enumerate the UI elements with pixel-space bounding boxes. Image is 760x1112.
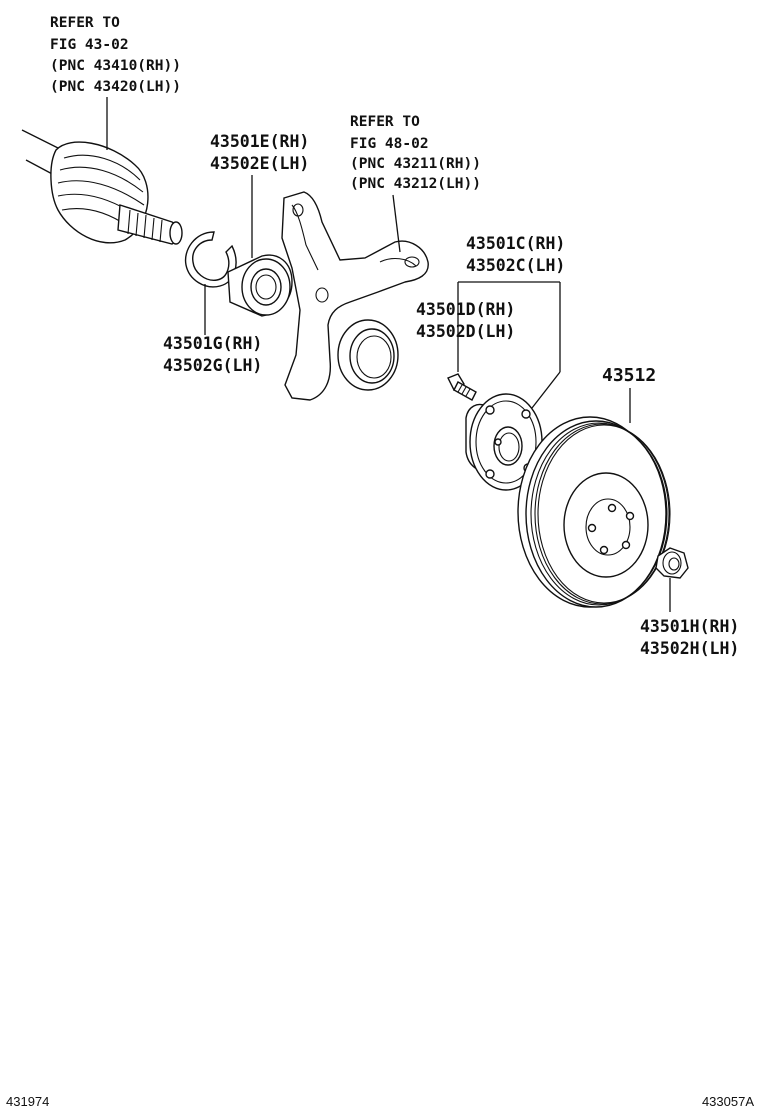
svg-text:43502D(LH): 43502D(LH)	[416, 322, 515, 341]
svg-text:43512: 43512	[602, 365, 656, 386]
svg-text:FIG 48-02: FIG 48-02	[350, 136, 429, 152]
svg-text:43501G(RH): 43501G(RH)	[163, 334, 262, 353]
svg-text:43502E(LH): 43502E(LH)	[210, 154, 309, 173]
svg-text:43502H(LH): 43502H(LH)	[640, 639, 739, 658]
knuckle-reference-label: REFER TO FIG 48-02 (PNC 43211(RH)) (PNC …	[350, 114, 481, 192]
svg-text:43502G(LH): 43502G(LH)	[163, 356, 262, 375]
snap-ring-illustration	[184, 231, 237, 335]
brake-disc-illustration	[517, 388, 671, 608]
steering-knuckle-illustration	[281, 191, 429, 401]
bearing-part-number-label: 43501E(RH) 43502E(LH)	[210, 132, 309, 173]
svg-text:43501C(RH): 43501C(RH)	[466, 234, 565, 253]
hub-bolt-illustration	[447, 282, 477, 401]
snap-ring-part-number-label: 43501G(RH) 43502G(LH)	[163, 334, 262, 375]
footer-right-code: 433057A	[702, 1094, 754, 1109]
svg-text:43501H(RH): 43501H(RH)	[640, 617, 739, 636]
svg-text:(PNC 43211(RH)): (PNC 43211(RH))	[350, 156, 481, 172]
svg-text:43501D(RH): 43501D(RH)	[416, 300, 515, 319]
disc-part-number-label: 43512	[602, 365, 656, 386]
svg-text:43502C(LH): 43502C(LH)	[466, 256, 565, 275]
hub-part-number-label: 43501C(RH) 43502C(LH)	[466, 234, 565, 275]
hub-bolt-part-number-label: 43501D(RH) 43502D(LH)	[416, 300, 515, 341]
svg-text:(PNC 43212(LH)): (PNC 43212(LH))	[350, 176, 481, 192]
svg-text:REFER TO: REFER TO	[50, 15, 120, 31]
footer-left-code: 431974	[6, 1094, 49, 1109]
svg-text:(PNC 43420(LH)): (PNC 43420(LH))	[50, 79, 181, 95]
svg-text:43501E(RH): 43501E(RH)	[210, 132, 309, 151]
nut-part-number-label: 43501H(RH) 43502H(LH)	[640, 617, 739, 658]
drive-shaft-illustration	[21, 97, 183, 245]
driveshaft-reference-label: REFER TO FIG 43-02 (PNC 43410(RH)) (PNC …	[50, 15, 181, 95]
svg-text:REFER TO: REFER TO	[350, 114, 420, 130]
lock-nut-illustration	[655, 547, 689, 612]
svg-text:FIG 43-02: FIG 43-02	[50, 37, 129, 53]
bearing-illustration	[227, 175, 293, 317]
svg-text:(PNC 43410(RH)): (PNC 43410(RH))	[50, 58, 181, 74]
